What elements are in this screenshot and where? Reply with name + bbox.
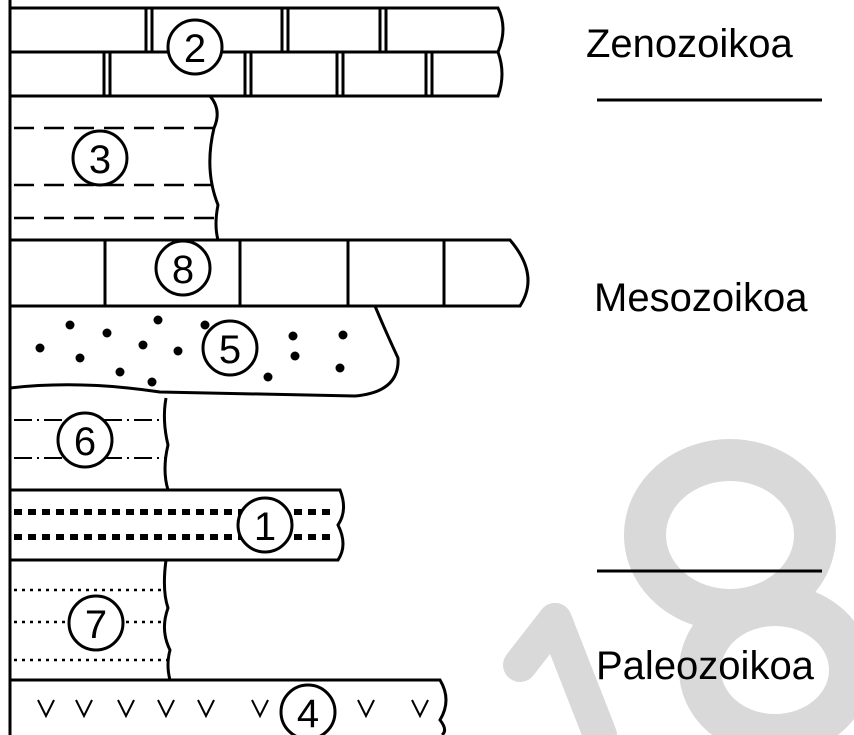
layer-7-number: 7	[85, 603, 107, 647]
layer-6-number: 6	[74, 420, 96, 464]
layer-3-marker	[71, 129, 129, 187]
era-label-mesozoic: Mesozoikoa	[594, 276, 808, 320]
layer-3-number: 3	[89, 138, 111, 182]
layer-3-shale	[14, 95, 220, 241]
layer-5-marker	[201, 319, 259, 377]
layer-4-marker	[279, 683, 337, 735]
layer-7-marker	[67, 594, 125, 652]
layer-1-number: 1	[254, 505, 276, 549]
layer-2-marker	[166, 18, 224, 76]
layer-8-limestone	[10, 238, 530, 308]
layer-1-dotted-band	[10, 488, 345, 562]
layer-8-number: 8	[172, 248, 194, 292]
layer-1-marker	[236, 496, 294, 554]
era-label-cenozoic: Zenozoikoa	[586, 22, 794, 66]
layer-4-volcanic	[10, 678, 448, 735]
era-label-paleozoic: Paleozoikoa	[596, 644, 815, 688]
layer-4-number: 4	[297, 692, 319, 735]
layer-6-marker	[56, 411, 114, 469]
layer-5-conglomerate	[9, 305, 400, 398]
layer-2-number: 2	[184, 27, 206, 71]
layer-2-limestone	[10, 6, 505, 98]
watermark-logo	[503, 439, 854, 735]
layer-5-number: 5	[219, 328, 241, 372]
layer-8-marker	[154, 239, 212, 297]
